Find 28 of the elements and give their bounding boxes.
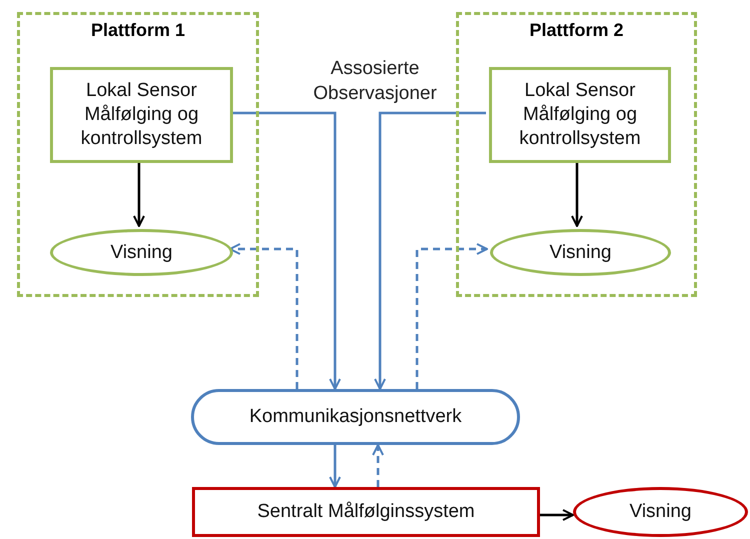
- node-label: Sentralt Målfølginssystem: [256, 500, 476, 524]
- node-label: Lokal Sensor Målfølging og kontrollsystem: [80, 79, 204, 151]
- node-label: Visning: [110, 240, 174, 264]
- annotation-label: Assosierte Observasjoner: [312, 57, 438, 106]
- arrow: [571, 160, 583, 227]
- arrow: [416, 243, 488, 389]
- arrow: [372, 444, 384, 487]
- process-box: [489, 67, 671, 163]
- arrow: [540, 509, 574, 521]
- arrow: [230, 112, 341, 390]
- network-pill: [191, 389, 520, 445]
- group-title: Plattform 1: [90, 19, 186, 42]
- platform-group: [456, 12, 697, 297]
- arrow: [229, 243, 298, 389]
- process-box: [50, 67, 233, 163]
- node-label: Visning: [548, 240, 612, 264]
- node-label: Visning: [628, 500, 692, 524]
- group-title: Plattform 2: [529, 19, 624, 42]
- platform-group: [17, 12, 259, 297]
- display-ellipse: [573, 487, 748, 537]
- arrow: [329, 445, 341, 488]
- node-label: Kommunikasjonsnettverk: [248, 405, 463, 429]
- arrow: [133, 160, 145, 227]
- display-ellipse: [490, 229, 671, 276]
- arrow: [374, 112, 486, 390]
- display-ellipse: [50, 229, 233, 276]
- node-label: Lokal Sensor Målfølging og kontrollsystem: [518, 79, 642, 151]
- process-box: [192, 487, 540, 537]
